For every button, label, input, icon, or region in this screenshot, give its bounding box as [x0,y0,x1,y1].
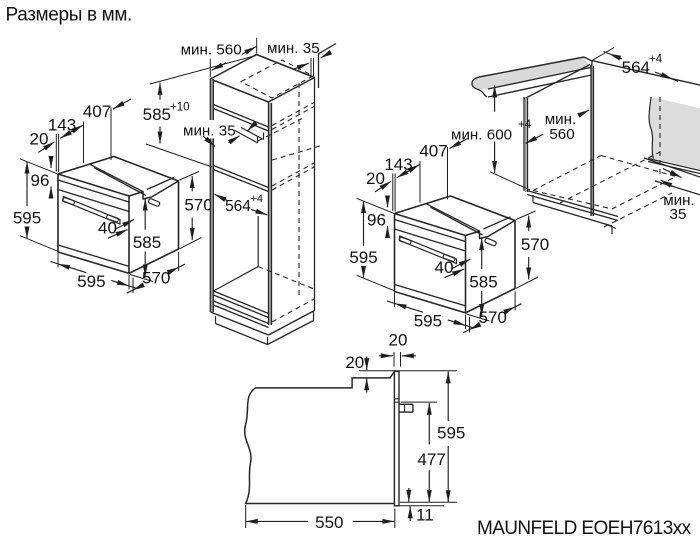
svg-text:595: 595 [437,424,465,443]
svg-text:мин.: мин. [545,111,577,128]
svg-text:96: 96 [31,171,50,190]
svg-text:595: 595 [13,209,41,228]
svg-text:570: 570 [184,196,212,215]
svg-text:585: 585 [143,105,171,124]
svg-text:585: 585 [133,233,161,252]
svg-text:564: 564 [622,58,650,77]
svg-text:20: 20 [366,169,385,188]
svg-text:20: 20 [389,331,408,350]
svg-text:+4: +4 [649,54,663,66]
svg-text:407: 407 [419,142,447,161]
svg-text:143: 143 [48,116,76,135]
svg-text:550: 550 [315,513,343,532]
svg-text:20: 20 [345,353,364,372]
svg-text:35: 35 [670,206,687,223]
svg-text:143: 143 [384,155,412,174]
svg-text:мин. 35: мин. 35 [183,123,236,140]
svg-text:11: 11 [416,506,434,525]
svg-text:20: 20 [30,130,49,149]
svg-text:560: 560 [549,126,574,143]
svg-text:MAUNFELD EOEH7613xx: MAUNFELD EOEH7613xx [477,518,692,539]
svg-text:+4: +4 [251,193,264,205]
svg-text:96: 96 [367,211,386,230]
svg-text:570: 570 [479,308,507,327]
svg-text:595: 595 [414,311,442,330]
svg-text:595: 595 [77,272,105,291]
svg-text:585: 585 [469,273,497,292]
svg-text:570: 570 [142,268,170,287]
svg-text:+10: +10 [170,102,190,114]
svg-text:477: 477 [417,450,445,469]
svg-text:40: 40 [98,219,117,238]
svg-text:564: 564 [225,198,251,215]
svg-text:Размеры в мм.: Размеры в мм. [6,5,132,26]
svg-text:570: 570 [521,235,549,254]
svg-text:+4: +4 [518,119,532,131]
svg-text:мин. 560: мин. 560 [181,42,242,59]
svg-text:мин.: мин. [663,192,695,209]
svg-text:595: 595 [349,248,377,267]
svg-text:мин. 600: мин. 600 [451,127,512,144]
svg-text:407: 407 [83,102,111,121]
svg-text:мин. 35: мин. 35 [267,40,320,57]
svg-text:40: 40 [435,258,454,277]
